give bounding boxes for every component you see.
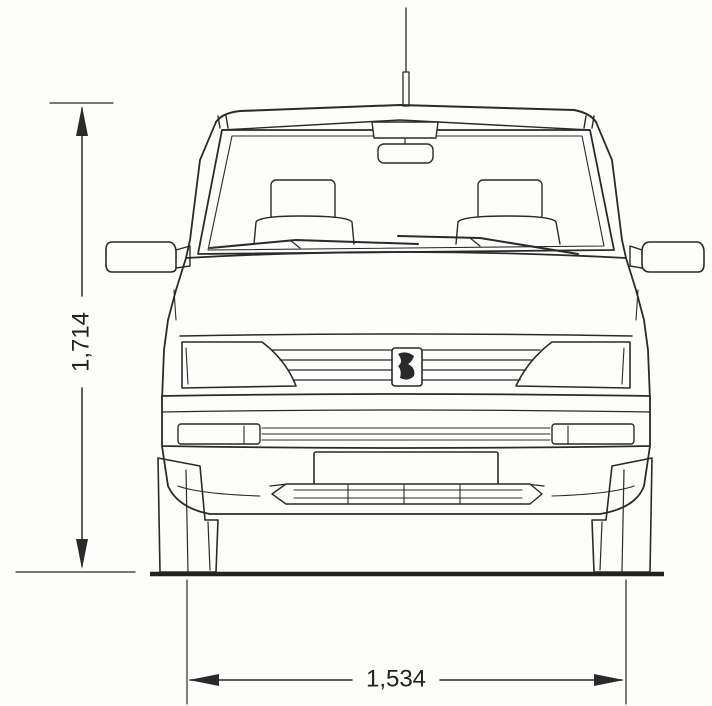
left-headlamp xyxy=(181,341,297,389)
left-tyre xyxy=(157,457,219,573)
seat-left xyxy=(253,179,355,245)
seat-right xyxy=(455,179,561,245)
roof xyxy=(215,104,597,131)
lion-badge-icon xyxy=(391,347,423,387)
wiper-left xyxy=(209,239,419,249)
left-door-mirror xyxy=(105,241,191,273)
width-dimension: 1,534 xyxy=(186,579,627,705)
height-bottom-arrowhead xyxy=(76,539,88,569)
width-left-arrowhead xyxy=(189,674,219,686)
lower-valance xyxy=(161,445,651,515)
a-pillars xyxy=(185,121,627,259)
height-label: 1,714 xyxy=(67,312,94,372)
rear-view-mirror xyxy=(371,121,439,164)
height-top-arrowhead xyxy=(76,106,88,136)
right-door-mirror xyxy=(629,241,705,273)
width-label: 1,534 xyxy=(366,665,426,692)
right-tyre xyxy=(591,457,653,573)
windscreen xyxy=(197,129,615,255)
front-bumper xyxy=(161,393,651,449)
bonnet xyxy=(161,251,651,401)
antenna xyxy=(402,7,410,107)
wiper-right xyxy=(397,235,579,255)
width-right-arrowhead xyxy=(594,674,624,686)
right-headlamp xyxy=(515,341,631,389)
height-dimension: 1,714 xyxy=(15,102,136,573)
